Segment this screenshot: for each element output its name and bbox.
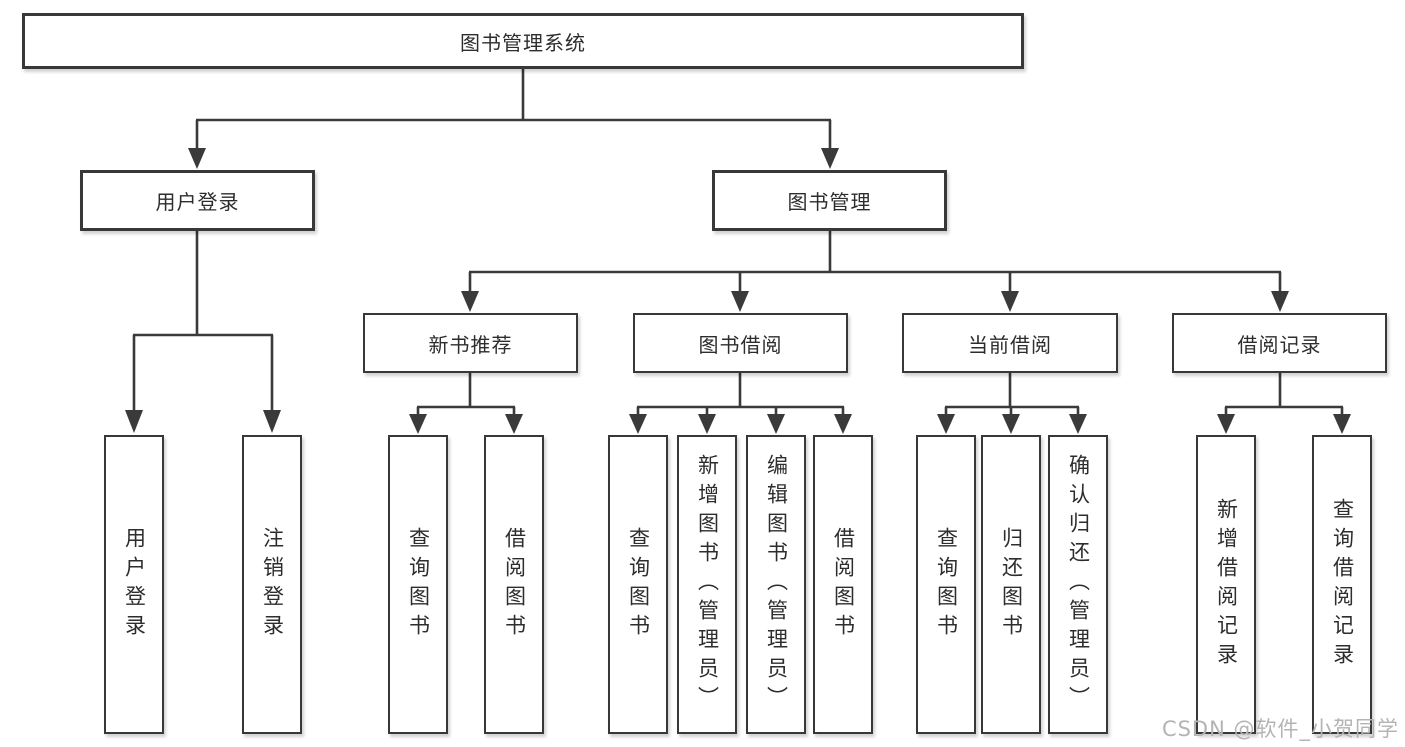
arrowhead-icon: [409, 414, 427, 434]
arrowhead-icon: [125, 410, 143, 433]
arrowhead-icon: [767, 414, 785, 434]
connector-group-book-borrowing: [629, 373, 852, 434]
arrowhead-icon: [505, 414, 523, 434]
arrowhead-icon: [937, 414, 955, 434]
leaf-borrowing-edit-books-admin: 编辑图书（管理员）: [746, 435, 806, 734]
arrowhead-icon: [821, 148, 839, 169]
arrowhead-icon: [1271, 291, 1289, 312]
leaf-newbooks-borrow-books: 借阅图书: [484, 435, 544, 734]
connector-user-login: [132, 231, 274, 410]
leaf-newbooks-query-books: 查询图书: [388, 435, 448, 734]
leaf-borrowing-query-books: 查询图书: [608, 435, 668, 734]
arrowhead-icon: [1333, 414, 1351, 434]
node-new-book-recommend: 新书推荐: [363, 313, 578, 373]
connector-book-management: [468, 231, 1282, 291]
node-borrow-records: 借阅记录: [1172, 313, 1387, 373]
connector-group-user-login: [125, 231, 281, 433]
node-current-borrowing: 当前借阅: [902, 313, 1118, 373]
arrowhead-icon: [1217, 414, 1235, 434]
connector-root: [195, 69, 832, 148]
connector-book-borrowing: [636, 373, 845, 414]
leaf-logout: 注销登录: [242, 435, 302, 734]
connector-new-book-recommend: [416, 373, 516, 414]
arrowhead-icon: [263, 410, 281, 433]
connector-group-borrow-records: [1217, 373, 1351, 434]
leaf-borrowing-add-books-admin: 新增图书（管理员）: [677, 435, 737, 734]
node-book-borrowing: 图书借阅: [633, 313, 848, 373]
leaf-current-confirm-return-admin: 确认归还（管理员）: [1048, 435, 1108, 734]
arrowhead-icon: [188, 148, 206, 169]
arrowhead-icon: [1002, 414, 1020, 434]
leaf-records-add-record: 新增借阅记录: [1196, 435, 1256, 734]
arrowhead-icon: [629, 414, 647, 434]
connector-group-current-borrowing: [937, 373, 1087, 434]
arrowhead-icon: [731, 291, 749, 312]
connector-current-borrowing: [944, 373, 1080, 414]
leaf-current-return-books: 归还图书: [981, 435, 1041, 734]
arrowhead-icon: [1069, 414, 1087, 434]
watermark: CSDN @软件_小贺同学: [1161, 717, 1399, 741]
leaf-borrowing-borrow-books: 借阅图书: [813, 435, 873, 734]
arrowhead-icon: [1001, 291, 1019, 312]
leaf-user-login: 用户登录: [104, 435, 164, 734]
connector-group-new-book-recommend: [409, 373, 523, 434]
connector-borrow-records: [1224, 373, 1344, 414]
connector-group-book-management: [461, 231, 1289, 312]
leaf-current-query-books: 查询图书: [916, 435, 976, 734]
arrowhead-icon: [461, 291, 479, 312]
node-book-management: 图书管理: [712, 170, 947, 231]
node-root: 图书管理系统: [22, 13, 1024, 69]
arrowhead-icon: [698, 414, 716, 434]
connector-group-root: [188, 69, 839, 169]
node-user-login: 用户登录: [80, 170, 315, 231]
arrowhead-icon: [834, 414, 852, 434]
leaf-records-query-record: 查询借阅记录: [1312, 435, 1372, 734]
